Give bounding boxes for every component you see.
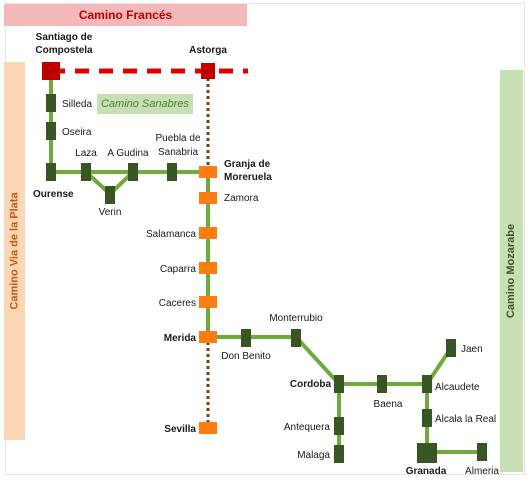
label-astorga: Astorga [189,45,227,56]
station-malaga [334,445,344,463]
label-malaga: Malaga [297,450,330,461]
station-verin [105,186,115,204]
station-oseira [46,122,56,140]
label-cordoba: Cordoba [290,379,332,390]
station-alcaudete [422,375,432,393]
label-sevilla: Sevilla [164,424,196,435]
label-granja-line2: Moreruela [224,172,272,183]
station-sevilla [199,422,217,434]
label-granja-line1: Granja de [224,159,271,170]
station-a-gudina [128,163,138,181]
camino-sanabres-label: Camino Sanabres [97,94,193,114]
station-antequera [334,417,344,435]
label-verin: Verin [99,207,122,218]
station-silleda [46,94,56,112]
label-salamanca: Salamanca [146,229,196,240]
camino-sanabres-title: Camino Sanabres [100,98,190,110]
station-cordoba [334,375,344,393]
station-jaen [446,339,456,357]
camino-frances-title: Camino Francés [78,8,173,22]
label-a-gudina: A Gudina [107,148,149,159]
label-merida: Merida [164,333,197,344]
station-santiago [42,62,60,80]
station-alcala-la-real [422,409,432,427]
station-don-benito [241,329,251,347]
label-antequera: Antequera [284,422,331,433]
station-zamora [199,192,217,204]
label-puebla-line2: Sanabria [158,147,198,158]
label-don-benito: Don Benito [221,351,271,362]
label-monterrubio: Monterrubio [269,313,323,324]
label-almeria: Almeria [465,466,499,477]
station-granada [417,443,437,463]
station-caceres [199,296,217,308]
label-oseira: Oseira [62,127,92,138]
camino-frances-header: Camino Francés [4,4,247,26]
camino-via-de-la-plata-band: Camino Via de la Plata [4,62,25,440]
label-alcala-la-real: Alcala la Real [435,414,496,425]
station-monterrubio [291,329,301,347]
station-puebla-de-sanabria [167,163,177,181]
camino-mozarabe-band: Camino Mozarabe [500,70,523,472]
label-alcaudete: Alcaudete [435,382,480,393]
label-santiago-line2: Compostela [35,45,93,56]
label-caparra: Caparra [160,264,197,275]
label-jaen: Jaen [461,344,483,355]
label-baena: Baena [374,399,403,410]
label-laza: Laza [75,148,97,159]
label-santiago-line1: Santiago de [36,32,93,43]
station-ourense [46,163,56,181]
label-caceres: Caceres [159,298,196,309]
label-silleda: Silleda [62,99,92,110]
label-granada: Granada [406,466,447,477]
station-astorga [201,63,215,79]
station-salamanca [199,227,217,239]
station-laza [81,163,91,181]
station-almeria [477,443,487,461]
station-caparra [199,262,217,274]
station-granja-de-moreruela [199,166,217,178]
station-baena [377,375,387,393]
label-puebla-line1: Puebla de [155,133,200,144]
label-zamora: Zamora [224,193,259,204]
station-merida [199,331,217,343]
label-ourense: Ourense [33,189,74,200]
